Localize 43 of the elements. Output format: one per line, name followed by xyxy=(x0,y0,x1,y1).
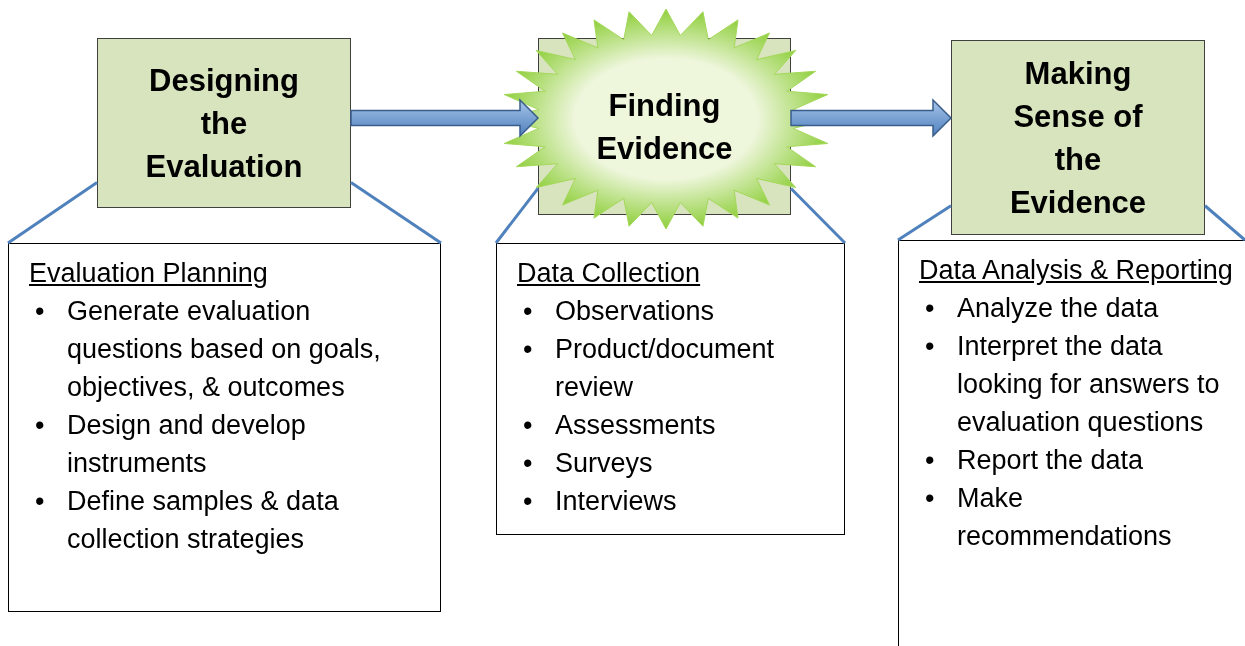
bullet-mark: • xyxy=(523,485,533,518)
bullet-text: Interviews xyxy=(555,486,677,516)
list-heading: Evaluation Planning xyxy=(29,257,269,290)
task-list-box xyxy=(898,240,1245,646)
bullet-text: Assessments xyxy=(555,410,716,440)
bullet-mark: • xyxy=(925,292,935,325)
bullet-mark: • xyxy=(35,485,45,518)
stage-box xyxy=(951,40,1205,235)
list-heading: Data Collection xyxy=(517,257,702,290)
bullet-mark: • xyxy=(35,409,45,442)
list-heading: Data Analysis & Reporting xyxy=(919,254,1234,287)
bullet-mark: • xyxy=(35,295,45,328)
bullet-text: Analyze the data xyxy=(957,293,1159,323)
stage-title: Finding Evidence xyxy=(595,86,734,168)
bullet-text: Product/document review xyxy=(555,334,775,402)
bullet-text: Generate evaluation questions based on goals, objectives, & outcomes xyxy=(67,296,381,402)
connector-line xyxy=(350,181,442,245)
connector-line xyxy=(897,204,952,242)
stage-box xyxy=(97,38,351,208)
connector-line xyxy=(494,187,540,244)
bullet-mark: • xyxy=(925,330,935,363)
bullet-text: Make recommendations xyxy=(957,483,1172,551)
bullet-text: Report the data xyxy=(957,445,1144,475)
connector-line xyxy=(7,181,98,245)
bullet-text: Observations xyxy=(555,296,715,326)
stage-title: Making Sense of the Evidence xyxy=(1008,54,1148,222)
block-arrow xyxy=(790,98,953,138)
bullet-mark: • xyxy=(523,333,533,366)
connector-line xyxy=(789,187,847,245)
bullet-mark: • xyxy=(925,444,935,477)
block-arrow xyxy=(350,98,540,138)
bullet-mark: • xyxy=(523,409,533,442)
bullet-mark: • xyxy=(523,295,533,328)
connector-line xyxy=(1204,204,1245,242)
bullet-mark: • xyxy=(523,447,533,480)
bullet-mark: • xyxy=(925,482,935,515)
bullet-text: Interpret the data looking for answers to evaluation questions xyxy=(957,331,1220,437)
task-list-box xyxy=(8,243,441,612)
stage-title: Designing the Evaluation xyxy=(144,61,304,186)
bullet-text: Design and develop instruments xyxy=(67,410,306,478)
bullet-text: Define samples & data collection strategies xyxy=(67,486,339,554)
task-list-box xyxy=(496,243,845,535)
bullet-text: Surveys xyxy=(555,448,653,478)
